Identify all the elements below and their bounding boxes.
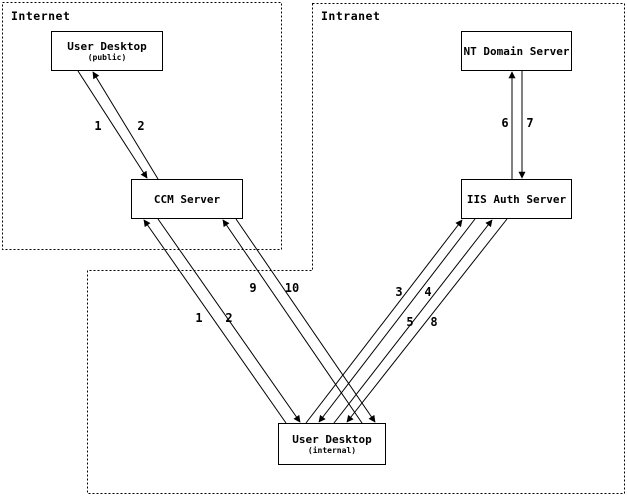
arrow-8-iis-to-internal-desktop xyxy=(346,218,508,423)
node-user-desktop-public-title: User Desktop xyxy=(67,39,147,53)
arrow-label-10: 10 xyxy=(284,281,300,295)
arrow-5-internal-desktop-to-iis xyxy=(333,219,493,424)
arrow-label-8: 8 xyxy=(430,315,438,329)
node-user-desktop-public-subtitle: (public) xyxy=(87,52,127,62)
arrow-3-internal-desktop-to-iis xyxy=(305,219,463,424)
node-user-desktop-internal-title: User Desktop xyxy=(292,432,372,446)
arrow-label-2-internal: 2 xyxy=(225,311,233,325)
arrow-4-iis-to-internal-desktop xyxy=(318,218,476,423)
arrow-label-5: 5 xyxy=(406,315,414,329)
node-iis-auth-server-title: IIS Auth Server xyxy=(466,192,567,206)
arrow-10-ccm-to-internal-desktop xyxy=(235,218,376,423)
node-nt-domain-server-title: NT Domain Server xyxy=(463,44,570,58)
arrow-label-1-internal: 1 xyxy=(195,311,203,325)
intranet-zone-label: Intranet xyxy=(321,9,381,23)
arrow-label-7: 7 xyxy=(526,116,534,130)
arrow-label-6: 6 xyxy=(501,116,509,130)
node-user-desktop-internal-subtitle: (internal) xyxy=(307,445,357,455)
arrow-2-ccm-to-internal-desktop xyxy=(157,218,301,423)
node-user-desktop-public: User Desktop (public) xyxy=(51,31,163,71)
internet-zone-label: Internet xyxy=(11,9,71,23)
arrow-1-internal-desktop-to-ccm xyxy=(143,219,287,424)
arrow-label-9: 9 xyxy=(249,281,257,295)
arrow-1-public-desktop-to-ccm xyxy=(77,70,148,179)
arrow-9-internal-desktop-to-ccm xyxy=(222,219,363,424)
node-user-desktop-internal: User Desktop (internal) xyxy=(278,423,386,465)
arrow-label-1-public: 1 xyxy=(94,119,102,133)
node-ccm-server: CCM Server xyxy=(131,179,243,219)
arrow-2-ccm-to-public-desktop xyxy=(92,71,159,180)
internet-zone-border xyxy=(2,2,282,250)
arrow-label-3: 3 xyxy=(395,285,403,299)
node-ccm-server-title: CCM Server xyxy=(153,192,221,206)
intranet-zone-border xyxy=(87,3,625,494)
node-nt-domain-server: NT Domain Server xyxy=(461,31,572,71)
node-iis-auth-server: IIS Auth Server xyxy=(461,179,572,219)
arrow-label-2-public: 2 xyxy=(137,119,145,133)
arrow-label-4: 4 xyxy=(424,285,432,299)
